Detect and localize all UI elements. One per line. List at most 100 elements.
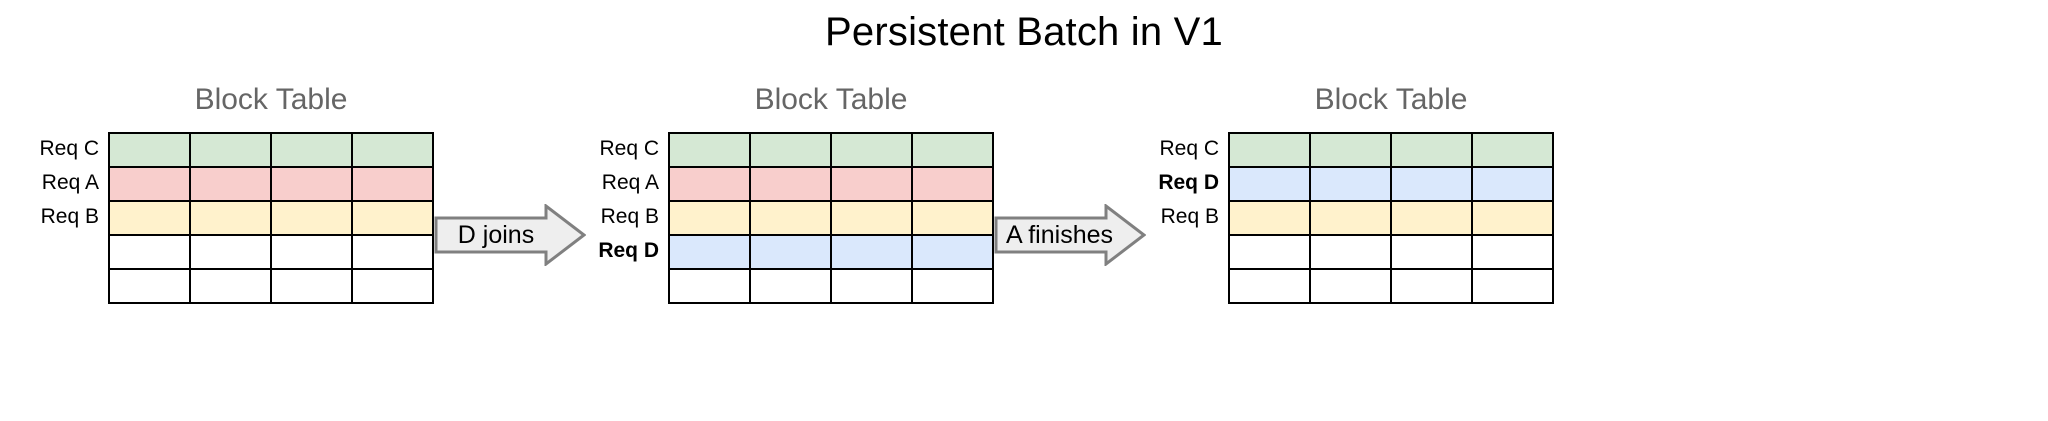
block-cell[interactable]: [270, 268, 353, 304]
block-cell[interactable]: [1228, 200, 1311, 236]
row-label-req-b: Req B: [40, 205, 99, 228]
block-cell[interactable]: [351, 200, 434, 236]
block-cell[interactable]: [1471, 132, 1554, 168]
block-cell[interactable]: [911, 200, 994, 236]
block-cell[interactable]: [911, 166, 994, 202]
block-cell[interactable]: [1228, 234, 1311, 270]
arrow-label: D joins: [457, 220, 535, 249]
block-cell[interactable]: [351, 268, 434, 304]
block-cell[interactable]: [830, 132, 913, 168]
block-cell[interactable]: [189, 234, 272, 270]
block-cell[interactable]: [189, 166, 272, 202]
block-cell[interactable]: [189, 200, 272, 236]
block-cell[interactable]: [1471, 200, 1554, 236]
block-cell[interactable]: [1309, 166, 1392, 202]
transition-arrow: A finishes: [994, 80, 1146, 410]
block-cell[interactable]: [1228, 166, 1311, 202]
block-cell[interactable]: [351, 166, 434, 202]
panel-body: Req C Req A Req B: [26, 132, 434, 304]
row-label-req-c: Req C: [39, 137, 99, 160]
block-cell[interactable]: [1309, 200, 1392, 236]
block-cell[interactable]: [1309, 234, 1392, 270]
transition-arrow: D joins: [434, 80, 586, 410]
panel-title-row: Block Table: [1146, 80, 1554, 132]
block-cell[interactable]: [1390, 132, 1473, 168]
block-cell[interactable]: [830, 200, 913, 236]
table-row: [108, 234, 434, 270]
panel-title: Block Table: [754, 83, 908, 116]
block-cell[interactable]: [749, 268, 832, 304]
arrow-right-icon: D joins: [434, 204, 586, 266]
block-cell[interactable]: [668, 132, 751, 168]
block-cell[interactable]: [668, 268, 751, 304]
block-cell[interactable]: [749, 200, 832, 236]
row-label-column: Req C Req A Req B: [26, 132, 108, 304]
table-row: [1228, 200, 1554, 236]
block-cell[interactable]: [108, 234, 191, 270]
block-cell[interactable]: [189, 268, 272, 304]
row-label-req-b: Req B: [1160, 205, 1219, 228]
row-label-req-d: Req D: [1158, 171, 1219, 194]
block-cell[interactable]: [911, 234, 994, 270]
block-cell[interactable]: [270, 234, 353, 270]
block-cell[interactable]: [830, 166, 913, 202]
table-row: [1228, 268, 1554, 304]
row-label-req-c: Req C: [1159, 137, 1219, 160]
table-row: [668, 234, 994, 270]
block-table-grid: [108, 132, 434, 304]
block-cell[interactable]: [270, 200, 353, 236]
block-cell[interactable]: [668, 166, 751, 202]
panel-body: Req C Req D Req B: [1146, 132, 1554, 304]
table-row: [668, 268, 994, 304]
title-spacer: [586, 80, 668, 132]
arrow-label: A finishes: [1006, 220, 1114, 249]
row-label-req-b: Req B: [600, 205, 659, 228]
block-cell[interactable]: [108, 200, 191, 236]
block-table-grid: [668, 132, 994, 304]
block-cell[interactable]: [668, 234, 751, 270]
block-cell[interactable]: [1471, 166, 1554, 202]
block-cell[interactable]: [1471, 234, 1554, 270]
block-cell[interactable]: [1390, 166, 1473, 202]
block-cell[interactable]: [189, 132, 272, 168]
block-cell[interactable]: [270, 166, 353, 202]
block-cell[interactable]: [351, 132, 434, 168]
block-cell[interactable]: [1471, 268, 1554, 304]
block-cell[interactable]: [749, 166, 832, 202]
block-cell[interactable]: [749, 132, 832, 168]
row-label-req-c: Req C: [599, 137, 659, 160]
block-cell[interactable]: [1390, 200, 1473, 236]
block-cell[interactable]: [1390, 234, 1473, 270]
block-cell[interactable]: [911, 132, 994, 168]
block-cell[interactable]: [108, 268, 191, 304]
block-cell[interactable]: [1228, 132, 1311, 168]
table-row: [668, 200, 994, 236]
block-cell[interactable]: [1390, 268, 1473, 304]
block-cell[interactable]: [1309, 132, 1392, 168]
arrow-right-icon: A finishes: [994, 204, 1146, 266]
table-row: [108, 200, 434, 236]
table-row: [668, 166, 994, 202]
block-cell[interactable]: [1309, 268, 1392, 304]
row-label-req-a: Req A: [41, 171, 99, 194]
panel-title-row: Block Table: [586, 80, 994, 132]
table-row: [1228, 132, 1554, 168]
block-cell[interactable]: [108, 166, 191, 202]
block-cell[interactable]: [270, 132, 353, 168]
block-cell[interactable]: [830, 268, 913, 304]
table-row: [108, 132, 434, 168]
block-cell[interactable]: [1228, 268, 1311, 304]
block-cell[interactable]: [351, 234, 434, 270]
block-cell[interactable]: [668, 200, 751, 236]
block-cell[interactable]: [108, 132, 191, 168]
block-cell[interactable]: [830, 234, 913, 270]
table-row: [1228, 234, 1554, 270]
block-cell[interactable]: [749, 234, 832, 270]
block-cell[interactable]: [911, 268, 994, 304]
panel-title: Block Table: [194, 83, 348, 116]
